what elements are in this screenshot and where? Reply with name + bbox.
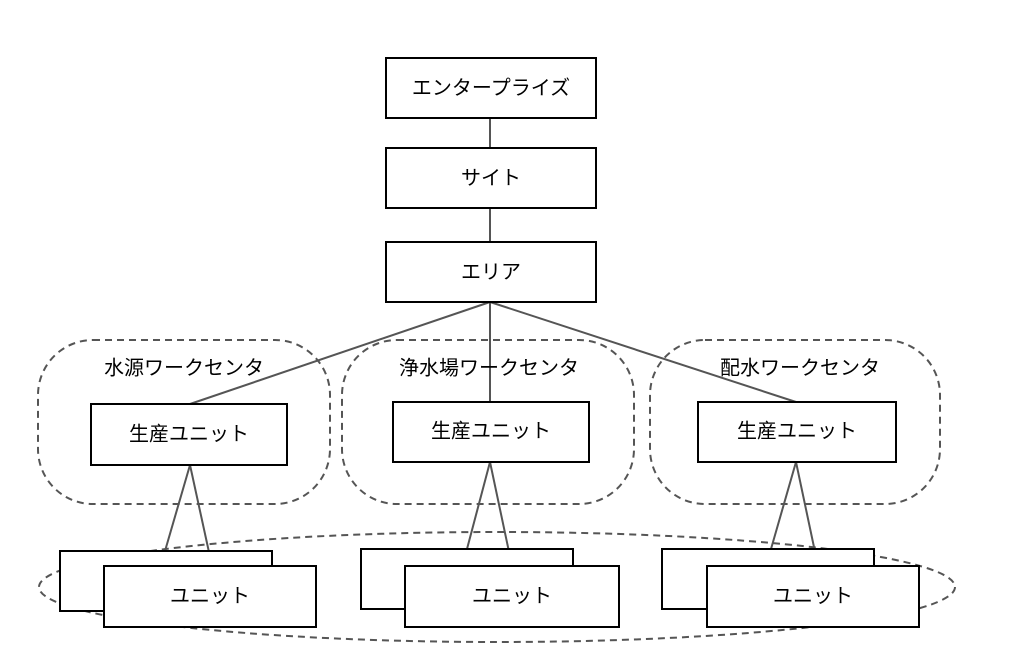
unit-stack-water-source: ユニット: [59, 550, 317, 628]
unit-card-front: [706, 565, 920, 628]
production-unit-purification-plant: 生産ユニット: [392, 401, 590, 463]
edge-area-work-center-water-source: [189, 301, 491, 405]
work-center-label-purification-plant: 浄水場ワークセンタ: [399, 356, 579, 380]
production-unit-water-source: 生産ユニット: [90, 403, 288, 466]
unit-label: ユニット: [773, 584, 853, 608]
production-unit-label: 生産ユニット: [431, 419, 551, 443]
node-site-label: サイト: [461, 166, 521, 190]
edge-production-unit-1-unit-front: [189, 464, 213, 567]
node-site: サイト: [385, 147, 597, 209]
edge-production-unit-2-unit-back: [466, 461, 491, 550]
edge-production-unit-1-unit-back: [164, 464, 191, 552]
work-center-label-distribution: 配水ワークセンタ: [720, 356, 880, 380]
unit-stack-distribution: ユニット: [661, 548, 920, 628]
work-center-group-purification-plant: [341, 339, 635, 505]
unit-group: [38, 531, 956, 643]
node-area: エリア: [385, 241, 597, 303]
production-unit-label: 生産ユニット: [129, 422, 249, 446]
work-center-group-water-source: [37, 339, 331, 505]
edge-production-unit-3-unit-back: [770, 461, 797, 550]
unit-stack-purification-plant: ユニット: [360, 548, 620, 628]
node-enterprise: エンタープライズ: [385, 57, 597, 119]
node-area-label: エリア: [461, 260, 521, 284]
unit-label: ユニット: [472, 584, 552, 608]
edge-area-work-center-distribution: [489, 301, 797, 403]
unit-card-front: [404, 565, 620, 628]
production-unit-label: 生産ユニット: [737, 419, 857, 443]
work-center-label-water-source: 水源ワークセンタ: [104, 356, 264, 380]
work-center-group-distribution: [649, 339, 941, 505]
node-enterprise-label: エンタープライズ: [412, 76, 570, 100]
production-unit-distribution: 生産ユニット: [697, 401, 897, 463]
unit-card-front: [103, 565, 317, 628]
unit-label: ユニット: [170, 584, 250, 608]
